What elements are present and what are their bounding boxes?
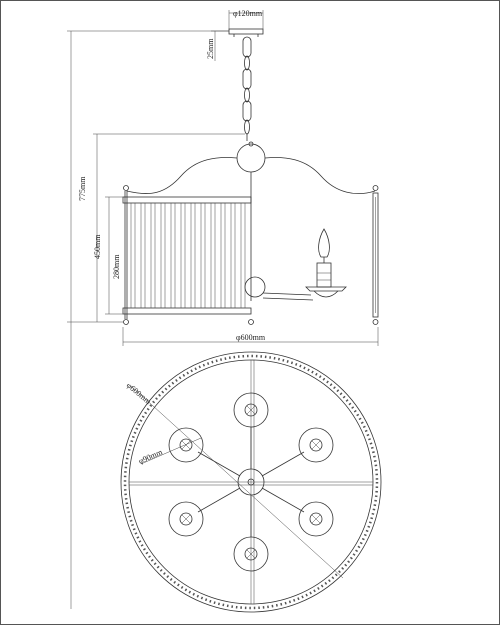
canopy-diameter-dimension: φ120mm xyxy=(228,9,264,29)
shade-height-dimension: 280mm xyxy=(105,196,123,315)
candle-arm xyxy=(262,292,312,296)
candle-cup-lower-left xyxy=(168,501,204,537)
plan-arms xyxy=(197,427,305,537)
plan-view: φ600mm φ90mm xyxy=(120,351,382,613)
right-arm xyxy=(264,157,376,194)
overall-height-label: 775mm xyxy=(78,176,87,201)
central-hub xyxy=(236,143,266,173)
plan-diameter-label: φ600mm xyxy=(125,381,154,407)
canopy-height-label: 25mm xyxy=(206,38,215,59)
canopy-diameter-label: φ120mm xyxy=(233,9,263,18)
body-diameter-label: φ600mm xyxy=(236,333,266,342)
candle-holder xyxy=(305,262,347,298)
canopy-height-dimension: 25mm xyxy=(206,30,229,61)
candle-cup-upper-right xyxy=(298,427,334,463)
outer-ring xyxy=(120,351,382,613)
candle-cup-lower-right xyxy=(298,501,334,537)
candle-ring-label: φ90mm xyxy=(137,447,164,466)
candle-cup-bottom xyxy=(233,536,269,572)
right-shade-edge xyxy=(372,185,379,325)
body-height-label: 450mm xyxy=(93,234,102,259)
canopy xyxy=(228,28,264,35)
glass-rod-shade xyxy=(122,185,254,325)
body-height-dimension: 450mm xyxy=(93,133,245,322)
lower-hub xyxy=(244,276,266,298)
candle-cup-upper-left xyxy=(168,427,204,463)
shade-height-label: 280mm xyxy=(112,254,121,279)
elevation-view: φ120mm 25mm xyxy=(67,9,379,609)
beaded-ring xyxy=(123,354,379,610)
body-diameter-dimension: φ600mm xyxy=(122,327,379,346)
overall-height-dimension: 775mm xyxy=(67,30,229,609)
chain xyxy=(242,36,252,141)
left-arm xyxy=(126,157,238,194)
candle-bulb-icon xyxy=(318,228,330,258)
candle-cup-top xyxy=(233,392,269,428)
